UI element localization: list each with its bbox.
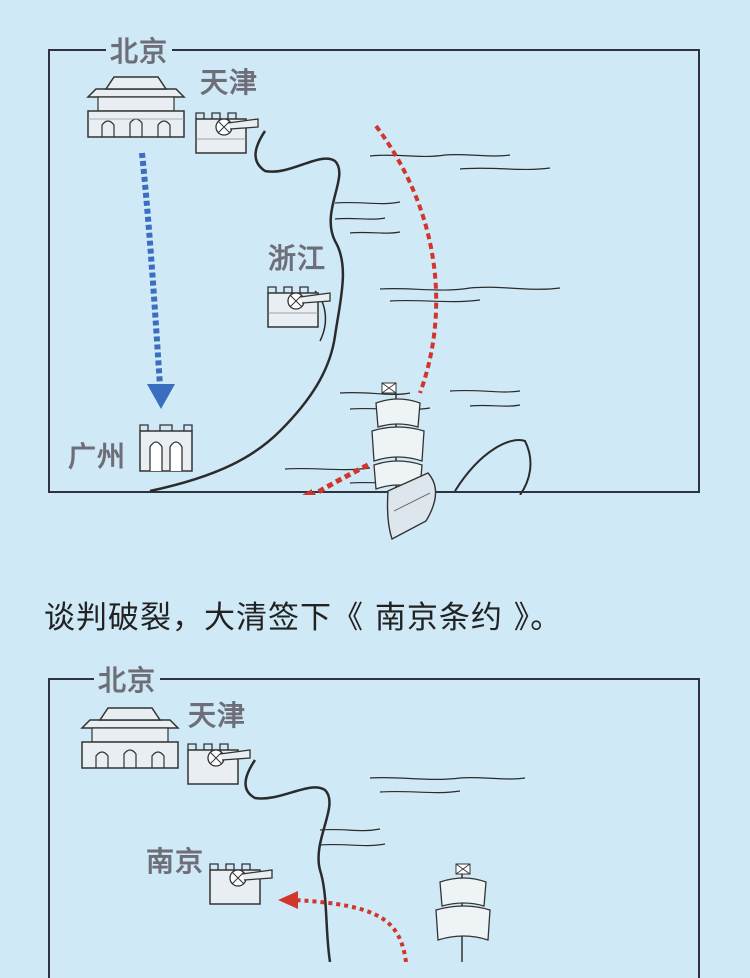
caption-text: 谈判破裂，大清签下《 南京条约 》。 [44, 600, 563, 636]
label-beijing: 北京 [106, 38, 173, 66]
sea-waves [284, 153, 561, 485]
bottom-map-panel: 北京 天津 南京 [48, 667, 700, 978]
label-tianjin: 天津 [200, 66, 259, 99]
british-route-arrowhead [278, 891, 298, 909]
british-route-arrowhead [302, 489, 312, 495]
bottom-map-drawing [244, 759, 526, 962]
label-zhejiang: 浙江 [268, 242, 327, 275]
sea-waves [319, 776, 526, 847]
british-route-lower [307, 462, 370, 495]
island [454, 439, 532, 495]
british-route-arrow [374, 124, 439, 394]
imperial-route-arrow [139, 152, 163, 387]
coastline [244, 759, 332, 962]
british-route-arrow [294, 898, 408, 962]
imperial-route-arrowhead [147, 384, 175, 409]
label-nanjing: 南京 [146, 845, 205, 878]
top-map-panel: 北京 天津 浙江 广州 [48, 38, 700, 541]
label-beijing: 北京 [94, 667, 161, 695]
top-map-drawing [139, 124, 561, 495]
label-guangzhou: 广州 [68, 440, 127, 473]
coastline [149, 130, 345, 493]
label-tianjin: 天津 [188, 699, 247, 732]
